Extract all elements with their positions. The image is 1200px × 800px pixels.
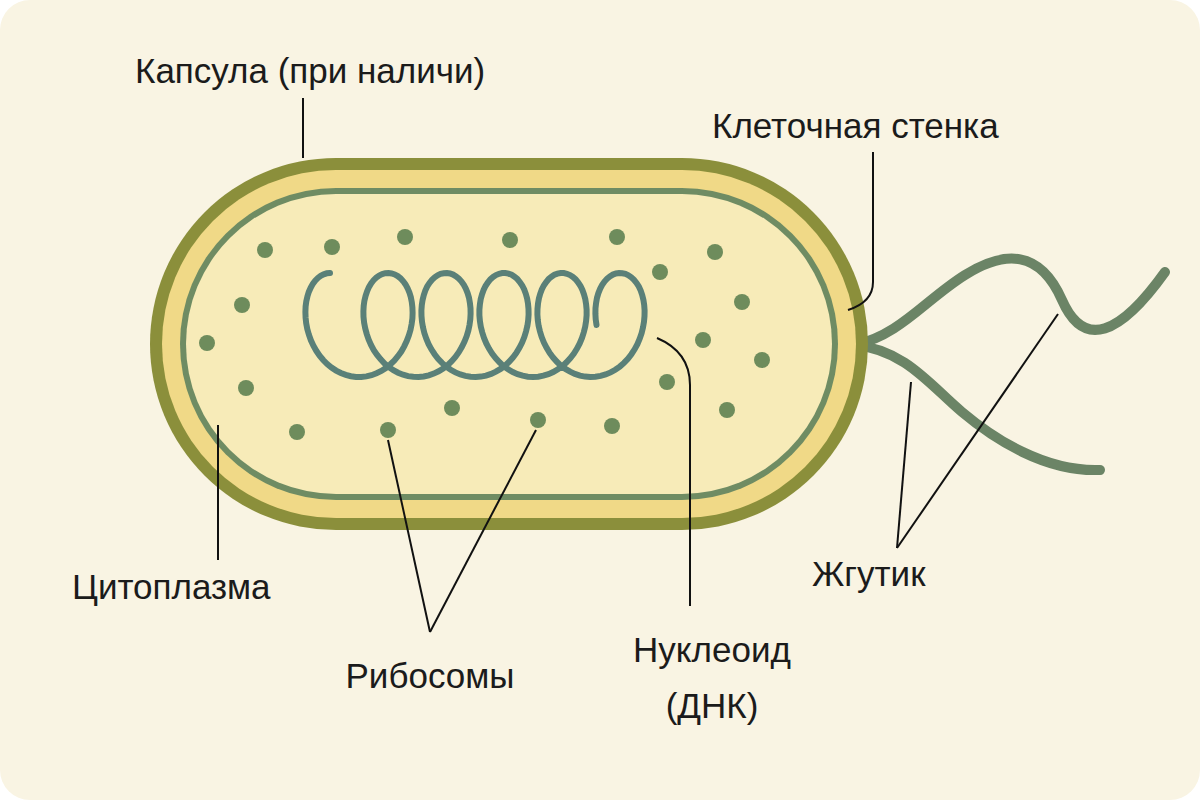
ribosome-dot — [719, 402, 735, 418]
ribosome-dot — [659, 374, 675, 390]
ribosome-dot — [652, 264, 668, 280]
part-label: Клеточная стенка — [712, 105, 999, 147]
part-label: Нуклеоид (ДНК) — [592, 622, 832, 734]
membrane — [180, 188, 838, 500]
part-label: Цитоплазма — [72, 566, 271, 608]
ribosome-dot — [234, 297, 250, 313]
ribosome-dot — [734, 294, 750, 310]
ribosome-dot — [199, 335, 215, 351]
part-label: Рибосомы — [346, 655, 515, 697]
part-label: Капсула (при наличи) — [135, 50, 485, 92]
ribosome-dot — [324, 239, 340, 255]
cytoplasm — [186, 194, 832, 494]
ribosome-dot — [502, 232, 518, 248]
ribosome-dot — [289, 424, 305, 440]
nucleoid-dna — [305, 273, 644, 377]
ribosome-dot — [397, 229, 413, 245]
ribosome-dot — [380, 422, 396, 438]
ribosome-dot — [707, 244, 723, 260]
ribosome-dot — [530, 412, 546, 428]
ribosomes — [199, 229, 770, 440]
flagellum — [855, 259, 1165, 471]
ribosome-dot — [604, 418, 620, 434]
capsule — [150, 158, 868, 530]
ribosome-dot — [695, 332, 711, 348]
leader-lines — [218, 98, 1058, 632]
ribosome-dot — [444, 400, 460, 416]
cell-wall — [162, 170, 856, 518]
part-label: Жгутик — [812, 553, 925, 595]
ribosome-dot — [257, 242, 273, 258]
ribosome-dot — [609, 229, 625, 245]
ribosome-dot — [754, 352, 770, 368]
ribosome-dot — [238, 380, 254, 396]
